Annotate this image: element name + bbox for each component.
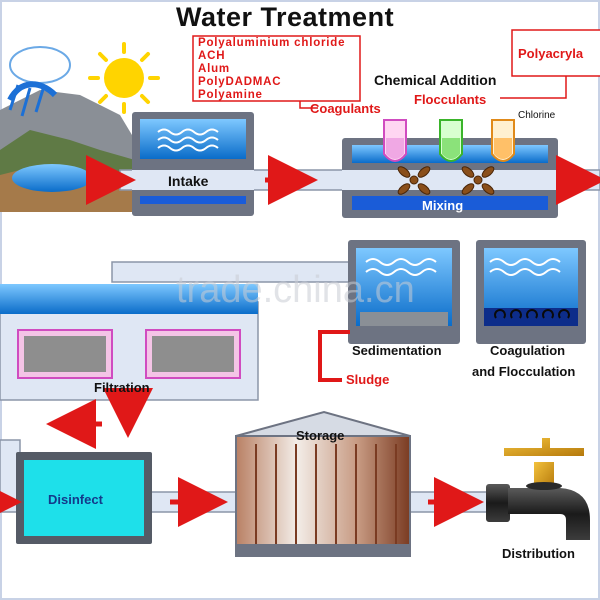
chlorine-label: Chlorine — [518, 110, 556, 121]
coagulant-item: ACH — [198, 50, 226, 62]
coagulants-box — [192, 35, 361, 102]
disinfect-tank — [16, 452, 152, 544]
coagulant-item: Polyamine — [198, 89, 263, 101]
coagulant-list: Polyaluminium chloride ACH Alum PolyDADM… — [198, 37, 345, 102]
coagulation-flocculation-tank — [476, 240, 586, 344]
sedimentation-label: Sedimentation — [352, 343, 442, 358]
disinfect-label: Disinfect — [48, 492, 103, 507]
flocculation-label: and Flocculation — [472, 364, 576, 379]
storage-label: Storage — [296, 428, 345, 443]
faucet-icon — [486, 438, 590, 540]
coagulant-item: Polyaluminium chloride — [198, 37, 346, 49]
mixing-label: Mixing — [422, 198, 464, 213]
coagulant-item: Alum — [198, 63, 230, 75]
sludge-label: Sludge — [346, 372, 390, 387]
distribution-label: Distribution — [502, 546, 575, 561]
flocculant-flask-icon — [439, 119, 463, 162]
flow-arrows-filtration — [46, 388, 153, 449]
cloud-icon — [9, 46, 71, 84]
sun-icon — [88, 42, 160, 114]
intake-tank — [132, 112, 254, 216]
watermark-text: trade.china.cn — [176, 269, 415, 311]
filtration-tank — [0, 284, 259, 401]
storage-tank — [235, 410, 411, 557]
flocculants-box — [511, 29, 600, 77]
page-title: Water Treatment — [176, 2, 395, 32]
coagulant-item: PolyDADMAC — [198, 76, 282, 88]
intake-label: Intake — [168, 173, 209, 189]
coagulation-label: Coagulation — [490, 343, 566, 358]
coagulants-label: Coagulants — [310, 101, 381, 116]
flocculants-label: Flocculants — [414, 92, 487, 107]
sludge-line — [318, 330, 350, 382]
sedimentation-tank — [348, 240, 460, 344]
flocculant-item: Polyacryla — [518, 46, 584, 61]
filtration-label: Filtration — [94, 380, 150, 395]
chemical-addition-label: Chemical Addition — [374, 72, 497, 88]
coagulant-flask-icon — [383, 119, 407, 162]
chlorine-flask-icon — [491, 119, 515, 162]
